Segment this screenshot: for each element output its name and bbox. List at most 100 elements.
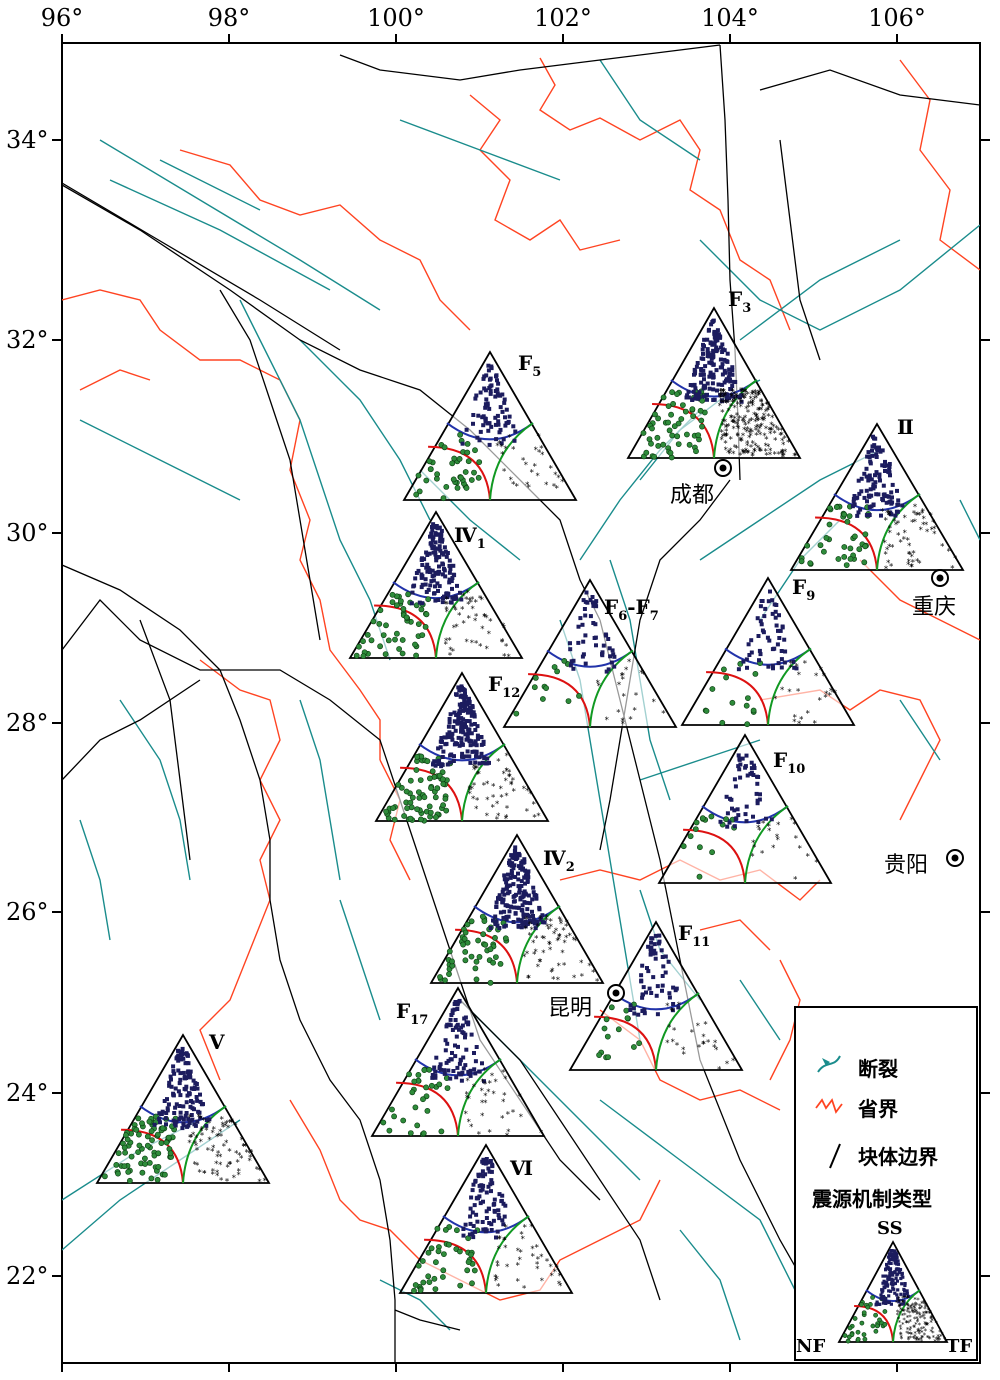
ss-point (463, 754, 468, 759)
ss-point (755, 616, 760, 621)
ss-point (764, 816, 768, 821)
ss-point (472, 1051, 476, 1055)
ss-point (432, 573, 437, 578)
tf-point: * (745, 428, 749, 437)
ss-point (438, 1062, 443, 1067)
ss-point (501, 897, 506, 902)
nf-point (403, 788, 410, 795)
fault (739, 239, 901, 341)
tf-point: * (913, 1302, 917, 1310)
tf-point: * (762, 417, 766, 426)
tf-point: * (690, 1029, 694, 1038)
tf-point: * (736, 424, 740, 433)
ss-point (502, 400, 507, 405)
tf-point: * (907, 542, 911, 551)
tf-point: * (757, 428, 761, 437)
ss-point (705, 347, 710, 352)
ss-point (475, 1195, 480, 1200)
ss-point (718, 357, 723, 362)
nf-point (468, 477, 475, 483)
nf-point (723, 674, 729, 681)
ss-point (450, 1028, 455, 1032)
ss-point (876, 492, 881, 497)
ss-point (467, 727, 472, 732)
nf-point (370, 618, 377, 625)
ss-point (880, 1297, 884, 1301)
city-dot (936, 574, 944, 582)
tf-point: * (751, 451, 755, 460)
tf-point: * (921, 1313, 925, 1321)
tf-point: * (558, 1282, 562, 1291)
tf-point: * (922, 1310, 926, 1318)
ss-point (887, 1294, 891, 1298)
ss-point (881, 1274, 885, 1278)
tf-point: * (901, 1321, 905, 1329)
ss-point (455, 583, 459, 588)
ss-point (483, 405, 488, 410)
ss-point (446, 724, 451, 729)
lon-tick-label: 102° (534, 4, 592, 32)
ss-point (519, 884, 524, 888)
ss-point (422, 557, 427, 562)
ternary-curve-tf (876, 493, 921, 571)
nf-point (709, 686, 716, 692)
tf-point: * (512, 788, 516, 797)
tf-point: * (909, 1304, 913, 1312)
ss-point (517, 890, 522, 895)
ss-point (460, 687, 465, 692)
tf-point: * (516, 1262, 520, 1271)
tf-point: * (742, 419, 746, 428)
ss-point (439, 532, 444, 537)
tf-point: * (675, 1042, 679, 1051)
nf-point (364, 632, 371, 638)
ss-point (516, 917, 521, 922)
tf-point: * (502, 467, 506, 476)
tf-point: * (534, 446, 538, 455)
block-boundary (62, 564, 221, 671)
ss-point (725, 359, 730, 364)
ss-point (581, 598, 586, 603)
tf-point: * (492, 1090, 496, 1099)
tf-point: * (935, 1336, 939, 1344)
ss-point (470, 1188, 475, 1193)
ss-point (471, 421, 475, 426)
ss-point (686, 389, 691, 394)
tf-point: * (528, 932, 532, 941)
tf-point: * (910, 1303, 914, 1311)
ss-point (568, 647, 573, 652)
ss-point (884, 500, 889, 505)
nf-point (380, 1119, 387, 1126)
ss-point (443, 1048, 448, 1053)
tf-point: * (723, 418, 727, 427)
ss-point (460, 441, 465, 446)
tf-point: * (215, 1153, 219, 1162)
nf-point (472, 447, 478, 454)
nf-point (438, 1128, 445, 1135)
ss-point (157, 1111, 162, 1116)
ss-point (728, 796, 732, 801)
tf-point: * (511, 446, 515, 455)
tf-point: * (753, 418, 757, 427)
nf-point (165, 1134, 172, 1141)
ss-point (436, 589, 440, 593)
tf-point: * (511, 1109, 515, 1118)
ss-point (500, 889, 505, 894)
ss-point (507, 861, 511, 865)
ss-point (770, 598, 775, 603)
ss-point (706, 328, 711, 333)
tf-point: * (503, 1075, 507, 1084)
ternary-label-main: Ⅵ (509, 1156, 533, 1180)
ss-point (158, 1120, 162, 1125)
tf-point: * (226, 1124, 230, 1133)
tf-point: * (925, 1321, 929, 1329)
ss-point (437, 547, 442, 552)
tf-point: * (797, 671, 801, 680)
tf-point: * (744, 447, 748, 456)
nf-point (432, 1286, 439, 1292)
lon-tick-label: 96° (41, 4, 84, 32)
tf-point: * (918, 1310, 922, 1318)
ss-point (440, 539, 444, 544)
ternary-diagram: ********************F10 (657, 733, 833, 885)
tf-point: * (794, 452, 798, 461)
ternary-diagram: ****************************************… (626, 287, 802, 463)
